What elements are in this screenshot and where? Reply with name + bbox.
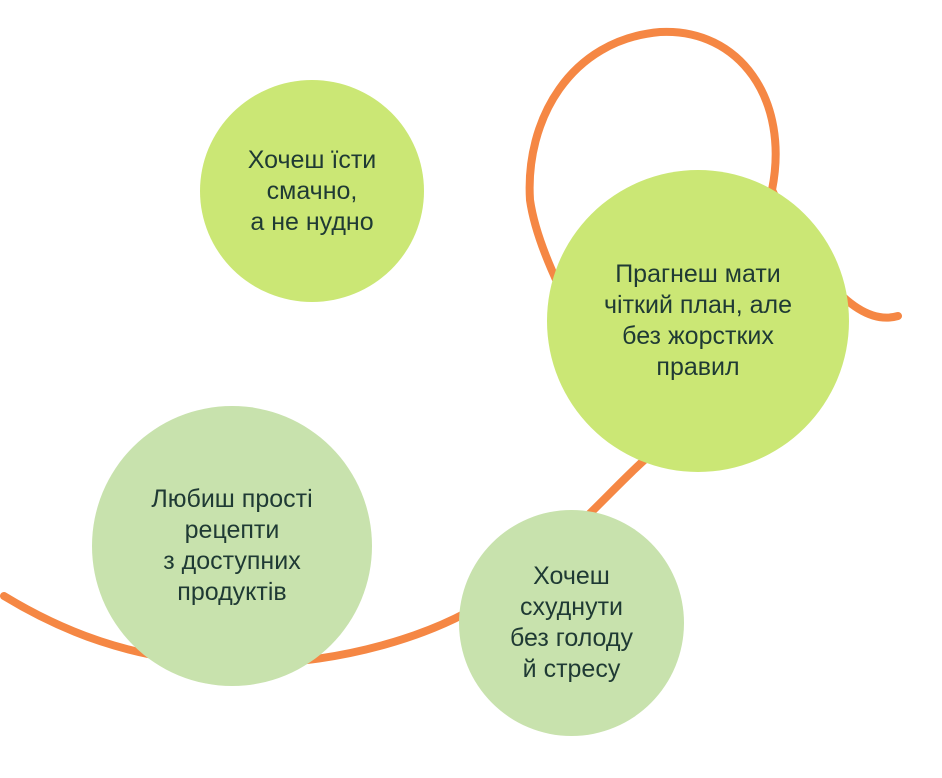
bubble-tasty-line: смачно, [266, 176, 358, 205]
bubble-weight-line: схуднути [520, 593, 623, 621]
bubble-plan-line: Прагнеш мати [615, 260, 781, 288]
bubble-recipes-line: рецепти [184, 516, 280, 544]
bubble-recipes-line: з доступних [163, 547, 301, 575]
bubble-weight-text: Хочеш схуднути без голоду й стресу [510, 561, 633, 685]
bubble-recipes: Любиш прості рецепти з доступних продукт… [92, 406, 372, 686]
bubble-plan-text: Прагнеш мати чіткий план, але без жорстк… [604, 259, 792, 383]
bubble-plan-line: чіткий план, але [604, 291, 792, 319]
bubble-plan-line: правил [656, 353, 740, 381]
bubble-recipes-line: продуктів [177, 578, 287, 606]
bubble-tasty-text: Хочеш їсти смачно, а не нудно [248, 145, 377, 238]
bubble-plan-line: без жорстких [622, 322, 774, 350]
bubble-tasty: Хочеш їсти смачно, а не нудно [200, 80, 424, 302]
bubble-recipes-text: Любиш прості рецепти з доступних продукт… [151, 484, 312, 608]
bubble-tasty-line: Хочеш їсти [247, 145, 377, 174]
bubble-tasty-line: а не нудно [250, 207, 374, 236]
bubble-weight-line: й стресу [522, 655, 621, 683]
bubble-recipes-line: Любиш прості [151, 485, 313, 513]
bubble-weight: Хочеш схуднути без голоду й стресу [459, 510, 684, 736]
bubble-weight-line: без голоду [509, 624, 634, 652]
bubble-plan: Прагнеш мати чіткий план, але без жорстк… [547, 170, 849, 472]
bubble-weight-line: Хочеш [533, 562, 610, 590]
